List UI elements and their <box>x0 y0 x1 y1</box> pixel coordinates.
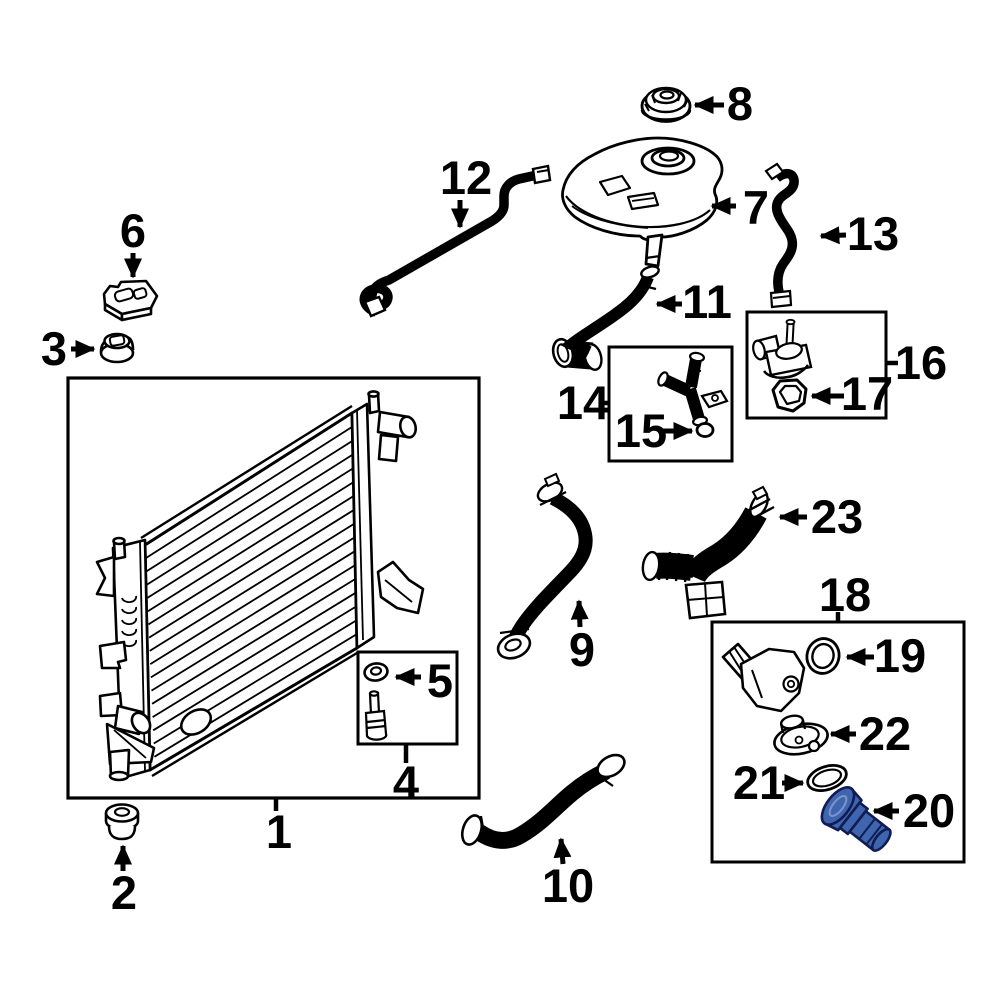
callout-arrow-13 <box>819 226 847 245</box>
callout-label-18: 18 <box>819 568 871 621</box>
part-gasket-21 <box>806 764 848 792</box>
callout-label-4: 4 <box>393 756 419 809</box>
callout-label-8: 8 <box>727 77 753 130</box>
callout-label-14: 14 <box>557 376 609 429</box>
part-grommet-17 <box>771 378 808 413</box>
callout-label-20: 20 <box>903 784 955 837</box>
part-water-outlet-20-highlighted <box>820 786 892 852</box>
part-y-connector-14 <box>657 351 729 427</box>
part-hose-10 <box>460 753 626 849</box>
callout-label-10: 10 <box>542 859 594 912</box>
part-sensor-16 <box>752 318 813 379</box>
callout-label-3: 3 <box>41 322 67 375</box>
callout-label-15: 15 <box>615 404 667 457</box>
callout-label-19: 19 <box>874 629 926 682</box>
callout-label-9: 9 <box>569 623 595 676</box>
callout-label-21: 21 <box>733 756 785 809</box>
callout-label-6: 6 <box>120 204 146 257</box>
part-hose-23 <box>641 485 775 620</box>
callout-label-22: 22 <box>859 707 911 760</box>
callout-arrow-10 <box>553 837 572 865</box>
callout-arrow-9 <box>570 599 589 628</box>
part-radiator <box>95 390 425 782</box>
part-thermostat-housing <box>721 642 806 713</box>
part-oring-15 <box>695 422 715 438</box>
part-washer-5 <box>363 662 389 682</box>
callout-label-2: 2 <box>111 866 137 919</box>
part-hose-11 <box>551 265 660 371</box>
callout-label-13: 13 <box>847 207 899 260</box>
callout-label-7: 7 <box>743 181 769 234</box>
part-oring-19 <box>805 637 841 675</box>
part-reservoir-7 <box>561 136 724 268</box>
part-bracket-6 <box>102 279 159 322</box>
callout-label-11: 11 <box>682 275 732 328</box>
callout-label-17: 17 <box>841 367 893 420</box>
part-thermostat-22 <box>773 714 829 756</box>
callout-label-5: 5 <box>427 654 453 707</box>
part-cap-8 <box>640 86 692 123</box>
part-hose-9 <box>496 472 593 660</box>
callout-label-23: 23 <box>811 490 863 543</box>
callout-label-16: 16 <box>895 336 947 389</box>
callout-label-12: 12 <box>440 151 492 204</box>
part-bolt-4 <box>364 690 388 741</box>
part-hose-12 <box>359 164 552 318</box>
part-grommet-3 <box>99 332 135 364</box>
part-grommet-2 <box>104 803 140 841</box>
callout-label-1: 1 <box>266 805 292 858</box>
part-hose-13 <box>764 162 799 309</box>
